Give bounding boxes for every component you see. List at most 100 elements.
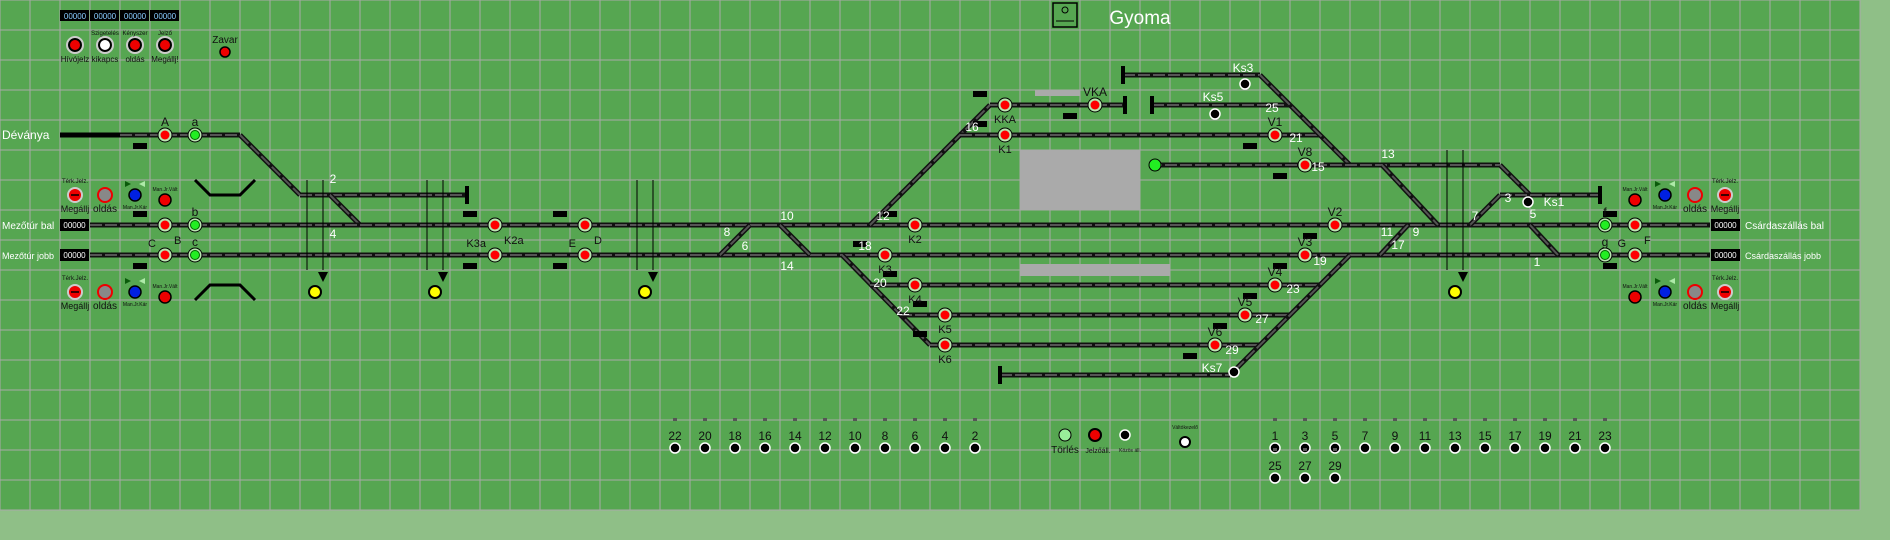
- direction-button[interactable]: [1658, 285, 1672, 299]
- track-segment[interactable]: [778, 223, 812, 257]
- route-button[interactable]: [879, 442, 891, 454]
- direction-change-button[interactable]: [1628, 193, 1642, 207]
- direction-button[interactable]: [1658, 188, 1672, 202]
- signal-b[interactable]: [187, 217, 203, 233]
- switch-label-1[interactable]: 1: [1534, 255, 1541, 269]
- switch-label-4[interactable]: 4: [330, 227, 337, 241]
- signal-stop-button[interactable]: [1088, 428, 1102, 442]
- track-segment[interactable]: [238, 133, 302, 197]
- signal-K1[interactable]: [973, 121, 1013, 143]
- signal-C[interactable]: [133, 247, 173, 269]
- signal-F[interactable]: [1603, 211, 1643, 233]
- crossing-light-icon[interactable]: [638, 285, 652, 299]
- switch-operator-button[interactable]: [1179, 436, 1191, 448]
- switch-label-9[interactable]: 9: [1413, 225, 1420, 239]
- signal-V6[interactable]: [1183, 337, 1223, 359]
- direction-change-button[interactable]: [1628, 290, 1642, 304]
- crossing-light-icon[interactable]: [428, 285, 442, 299]
- route-button[interactable]: [1509, 442, 1521, 454]
- track-segment[interactable]: [1468, 193, 1502, 227]
- route-button[interactable]: [729, 442, 741, 454]
- switch-label-19[interactable]: 19: [1313, 254, 1327, 268]
- release-button[interactable]: [1687, 187, 1703, 203]
- signal-K2a[interactable]: [463, 211, 503, 233]
- route-button[interactable]: [1479, 442, 1491, 454]
- release-button[interactable]: [1687, 284, 1703, 300]
- switch-label-17[interactable]: 17: [1391, 238, 1405, 252]
- panel-button[interactable]: [158, 38, 172, 52]
- signal-K3a[interactable]: [463, 247, 503, 269]
- track-segment[interactable]: [328, 193, 362, 227]
- route-button[interactable]: [849, 442, 861, 454]
- signal-V4[interactable]: [1243, 277, 1283, 299]
- signal-g[interactable]: [1597, 247, 1613, 263]
- release-button[interactable]: [97, 284, 113, 300]
- switch-label-3[interactable]: 3: [1505, 191, 1512, 205]
- signal-G[interactable]: [1603, 247, 1643, 269]
- route-button[interactable]: [1329, 472, 1341, 484]
- switch-label-18[interactable]: 18: [858, 239, 872, 253]
- track-segment[interactable]: [868, 103, 992, 227]
- shunt-signal-button[interactable]: [1522, 196, 1534, 208]
- signal-KKA[interactable]: [973, 91, 1013, 113]
- signal-lamp-icon[interactable]: [1148, 158, 1162, 172]
- switch-label-7[interactable]: 7: [1472, 209, 1479, 223]
- signal-V8[interactable]: [1273, 157, 1313, 179]
- route-button[interactable]: [1269, 472, 1281, 484]
- track-segment[interactable]: [1498, 163, 1532, 197]
- route-button[interactable]: [759, 442, 771, 454]
- route-button[interactable]: [1599, 442, 1611, 454]
- signal-E[interactable]: [553, 247, 593, 269]
- route-button[interactable]: [1569, 442, 1581, 454]
- route-button[interactable]: [1359, 442, 1371, 454]
- track-segment[interactable]: [840, 253, 932, 347]
- release-button[interactable]: [97, 187, 113, 203]
- track-segment[interactable]: [1378, 223, 1410, 257]
- switch-label-23[interactable]: 23: [1286, 282, 1300, 296]
- switch-label-22[interactable]: 22: [896, 304, 910, 318]
- shunt-signal-button[interactable]: [1209, 108, 1221, 120]
- route-button[interactable]: [789, 442, 801, 454]
- signal-D[interactable]: [553, 211, 593, 233]
- switch-label-25[interactable]: 25: [1265, 101, 1279, 115]
- track-segment[interactable]: [1228, 253, 1352, 377]
- signal-B[interactable]: [133, 211, 173, 233]
- switch-label-21[interactable]: 21: [1289, 131, 1303, 145]
- shunt-signal-button[interactable]: [1239, 78, 1251, 90]
- track-segment[interactable]: [1380, 163, 1440, 227]
- route-button[interactable]: [1389, 442, 1401, 454]
- route-button[interactable]: [969, 442, 981, 454]
- route-button[interactable]: [939, 442, 951, 454]
- signal-A[interactable]: [133, 127, 173, 149]
- switch-label-15[interactable]: 15: [1311, 160, 1325, 174]
- route-button[interactable]: [1449, 442, 1461, 454]
- level-crossing[interactable]: [306, 180, 328, 299]
- switch-label-11[interactable]: 11: [1381, 225, 1394, 239]
- switch-label-2[interactable]: 2: [330, 172, 337, 186]
- route-button[interactable]: [1419, 442, 1431, 454]
- crossing-light-icon[interactable]: [308, 285, 322, 299]
- route-button[interactable]: [699, 442, 711, 454]
- signal-a[interactable]: [187, 127, 203, 143]
- route-button[interactable]: [909, 442, 921, 454]
- switch-label-16[interactable]: 16: [965, 120, 979, 134]
- switch-label-8[interactable]: 8: [724, 225, 731, 239]
- signal-K2[interactable]: [883, 211, 923, 233]
- signal-K5[interactable]: [913, 301, 953, 323]
- switch-label-27[interactable]: 27: [1255, 312, 1269, 326]
- track-segment[interactable]: [718, 223, 752, 257]
- switch-label-29[interactable]: 29: [1225, 343, 1239, 357]
- route-button[interactable]: [1299, 472, 1311, 484]
- shunt-signal-button[interactable]: [1228, 366, 1240, 378]
- common-stop-button[interactable]: [1119, 429, 1131, 441]
- route-button[interactable]: [669, 442, 681, 454]
- signal-V1[interactable]: [1243, 127, 1283, 149]
- route-button[interactable]: [819, 442, 831, 454]
- track-segment[interactable]: [1528, 223, 1560, 257]
- track-segment[interactable]: [1258, 73, 1352, 167]
- signal-V5[interactable]: [1213, 307, 1253, 329]
- signal-VKA[interactable]: [1063, 97, 1103, 119]
- clear-button[interactable]: [1058, 428, 1072, 442]
- direction-button[interactable]: [128, 188, 142, 202]
- signal-K3[interactable]: [853, 241, 893, 263]
